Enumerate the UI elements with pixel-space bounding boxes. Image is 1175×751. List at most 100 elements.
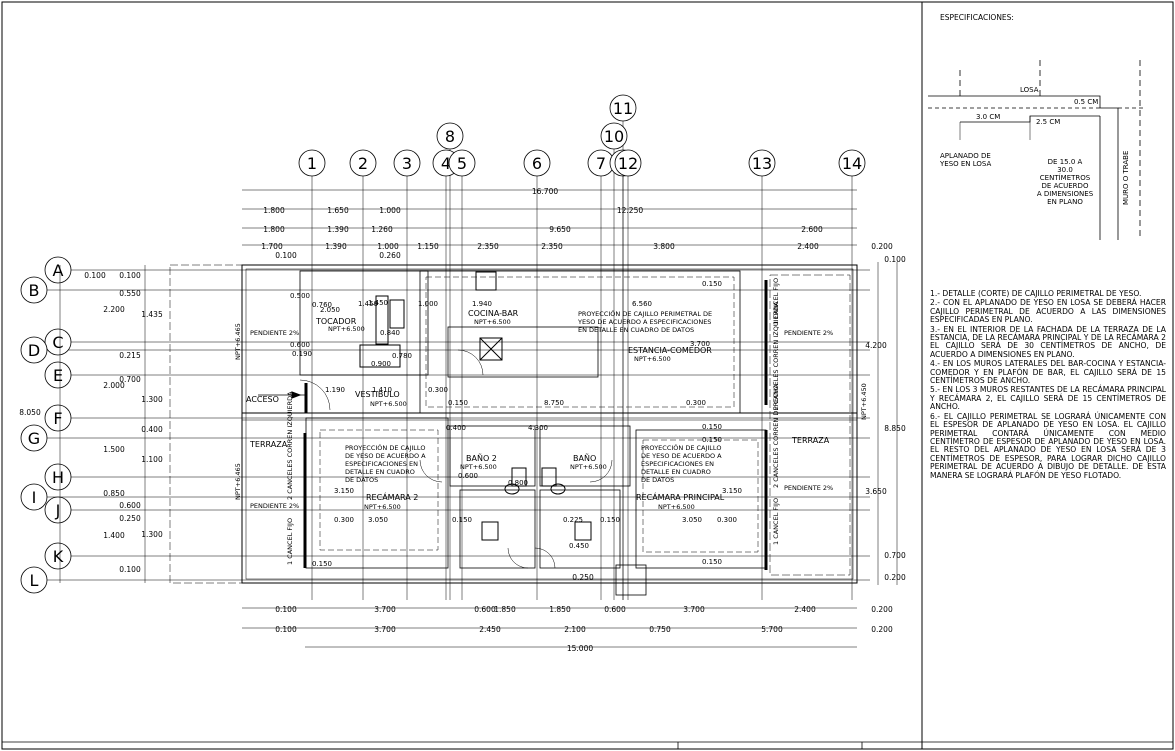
detail-losa: LOSA <box>1020 86 1039 94</box>
dim-bottom-row2-6: 0.200 <box>871 625 893 634</box>
dim-interior-4: 0.760 <box>312 301 332 309</box>
dim-interior-24: 3.150 <box>334 487 354 495</box>
note-1: 1.- DETALLE (CORTE) DE CAJILLO PERIMETRA… <box>930 289 1142 298</box>
dim-left-outer: 8.050 <box>19 408 41 417</box>
slope-3: PENDIENTE 2% <box>784 484 833 492</box>
room-vestibulo: VESTIBULO <box>355 390 400 399</box>
dim-interior-11: 1.190 <box>325 386 345 394</box>
room-terraza-right: TERRAZA <box>791 436 830 445</box>
specifications-title: ESPECIFICACIONES: <box>940 13 1014 22</box>
axis-bubble-5: 5 <box>448 149 476 177</box>
dim-interior-21: 4.300 <box>528 424 548 432</box>
dim-right-5: 0.200 <box>884 573 906 582</box>
dim-top-row2-4: 2.600 <box>801 225 823 234</box>
dim-bottom-row1-3: 1.850 <box>494 605 516 614</box>
dim-left-17: 0.100 <box>119 565 141 574</box>
axis-label-J: J <box>55 501 61 520</box>
axis-label-13: 13 <box>752 154 772 173</box>
level-side-3: NPT+6.450 <box>860 383 868 420</box>
label-acceso: ACCESO <box>246 395 279 404</box>
dim-interior-0: 2.050 <box>320 306 340 314</box>
axis-bubble-3: 3 <box>393 149 421 177</box>
dim-top-row3-8: 0.200 <box>871 242 893 251</box>
axis-bubble-12: 12 <box>614 149 642 177</box>
axis-bubble-6: 6 <box>523 149 551 177</box>
dim-interior-33: 3.150 <box>722 487 742 495</box>
dim-left-8: 1.300 <box>141 395 163 404</box>
axis-label-A: A <box>53 261 64 280</box>
level-recamara-principal: NPT+6.500 <box>658 503 695 511</box>
dim-left-1: 0.100 <box>119 271 141 280</box>
dim-bottom-row2-0: 0.100 <box>275 625 297 634</box>
projection-note-2-line-1: PROYECCIÓN DE CAJILLO <box>345 443 425 452</box>
dim-interior-19: 0.300 <box>686 399 706 407</box>
specifications-notes: 1.- DETALLE (CORTE) DE CAJILLO PERIMETRA… <box>930 289 1166 481</box>
note-3: 3.- EN EL INTERIOR DE LA FACHADA DE LA T… <box>930 324 1166 359</box>
dim-top-row3b-1: 0.260 <box>379 251 401 260</box>
axis-label-2: 2 <box>358 154 368 173</box>
axis-label-6: 6 <box>532 154 542 173</box>
axis-bubble-E: E <box>44 361 72 389</box>
axis-bubble-K: K <box>44 542 72 570</box>
dim-interior-23: 0.150 <box>702 436 722 444</box>
level-side-1: NPT+6.465 <box>234 323 242 360</box>
detail-muro: MURO O TRABE <box>1122 151 1130 205</box>
dim-bottom-row1-7: 2.400 <box>794 605 816 614</box>
dim-interior-14: 0.150 <box>448 399 468 407</box>
cancel-izq-1: 2 CANCELES CORREN IZQUIERDA <box>772 301 780 410</box>
axis-label-B: B <box>29 281 40 300</box>
projection-note-2-line-3: ESPECIFICACIONES EN <box>345 460 418 468</box>
level-vestibulo: NPT+6.500 <box>370 400 407 408</box>
dim-bottom-row1-4: 1.850 <box>549 605 571 614</box>
dim-top-row3-5: 2.350 <box>541 242 563 251</box>
dimension-lines <box>59 189 898 648</box>
axis-bubble-J: J <box>44 496 72 524</box>
dim-interior-16: 3.700 <box>690 340 710 348</box>
detail-30cm: 3.0 CM <box>976 113 1000 121</box>
dim-interior-26: 0.300 <box>334 516 354 524</box>
dim-bottom-row1-1: 3.700 <box>374 605 396 614</box>
dim-interior-7: 0.190 <box>292 350 312 358</box>
projection-note-2-line-4: DETALLE EN CUADRO <box>345 468 415 476</box>
detail-ancho-2: 30.0 <box>1057 166 1073 174</box>
dim-left-11: 1.100 <box>141 455 163 464</box>
detail-ancho-4: DE ACUERDO <box>1042 182 1089 190</box>
dim-interior-18: 8.750 <box>544 399 564 407</box>
axis-bubble-L: L <box>20 566 48 594</box>
level-estancia: NPT+6.500 <box>634 355 671 363</box>
dim-bottom-row1-2: 0.600 <box>474 605 496 614</box>
dim-bottom-row2-5: 5.700 <box>761 625 783 634</box>
axis-bubble-14: 14 <box>838 149 866 177</box>
note-2: 2.- CON EL APLANADO DE YESO EN LOSA SE D… <box>930 298 1166 325</box>
note-6: 6.- EL CAJILLO PERIMETRAL SE LOGRARÁ ÚNI… <box>930 411 1166 480</box>
dim-bottom-row1-5: 0.600 <box>604 605 626 614</box>
dim-bottom-total: 15.000 <box>567 644 593 653</box>
dim-right-4: 0.700 <box>884 551 906 560</box>
projection-note-2-line-2: DE YESO DE ACUERDO A <box>345 452 426 460</box>
dim-interior-30: 0.800 <box>508 479 528 487</box>
dim-bottom-row2-1: 3.700 <box>374 625 396 634</box>
axis-label-F: F <box>53 409 62 428</box>
level-bano-2: NPT+6.500 <box>460 463 497 471</box>
axis-label-12: 12 <box>618 154 638 173</box>
dim-top-row3-2: 1.000 <box>377 242 399 251</box>
detail-ancho-3: CENTÍMETROS <box>1040 173 1091 182</box>
axis-label-11: 11 <box>613 99 633 118</box>
dim-left-7: 2.000 <box>103 381 125 390</box>
detail-25cm: 2.5 CM <box>1036 118 1060 126</box>
dim-top-row1-1: 1.650 <box>327 206 349 215</box>
dim-top-row1-3: 12.250 <box>617 206 643 215</box>
dim-left-13: 0.600 <box>119 501 141 510</box>
axis-label-D: D <box>28 341 40 360</box>
dim-interior-20: 0.400 <box>446 424 466 432</box>
dim-left-12: 0.850 <box>103 489 125 498</box>
projection-note-3-line-1: PROYECCIÓN DE CAJILLO <box>641 443 721 452</box>
dim-top-row2-3: 9.650 <box>549 225 571 234</box>
dim-top-row3-4: 2.350 <box>477 242 499 251</box>
dim-interior-1: 1.450 <box>358 300 378 308</box>
cancel-izq-2: 2 CANCELES CORREN IZQUIERDA <box>286 391 294 500</box>
dim-top-row2-2: 1.260 <box>371 225 393 234</box>
dim-interior-28: 0.225 <box>563 516 583 524</box>
cancel-der: 2 CANCELES CORREN DERECHA <box>772 384 780 488</box>
axis-label-K: K <box>53 547 64 566</box>
